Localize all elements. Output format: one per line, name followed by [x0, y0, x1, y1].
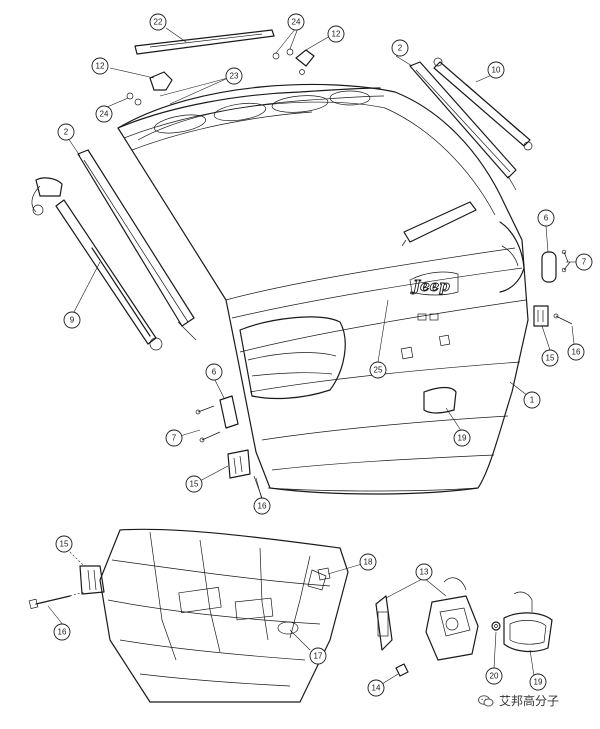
callout-1: 1 — [523, 391, 541, 409]
svg-text:16: 16 — [572, 348, 581, 357]
trim-strip-right — [409, 61, 517, 191]
svg-text:19: 19 — [534, 678, 543, 687]
svg-text:15: 15 — [546, 354, 555, 363]
body-opening-view — [99, 528, 349, 703]
bracket-15-right — [533, 305, 573, 327]
svg-text:16: 16 — [58, 628, 67, 637]
watermark: 艾邦高分子 — [478, 692, 559, 709]
bolt-16-lower — [28, 591, 85, 610]
svg-text:2: 2 — [398, 44, 403, 53]
latch-actuator-13 — [375, 577, 479, 661]
svg-text:12: 12 — [96, 62, 105, 71]
svg-text:7: 7 — [172, 434, 177, 443]
washer-20 — [491, 621, 501, 669]
gas-strut-left — [31, 177, 163, 351]
svg-text:16: 16 — [258, 502, 267, 511]
svg-text:9: 9 — [70, 316, 75, 325]
callout-23: 23 — [225, 67, 243, 85]
svg-text:17: 17 — [314, 652, 323, 661]
callout-18: 18 — [359, 553, 377, 571]
callout-14: 14 — [367, 679, 385, 697]
callout-13: 13 — [415, 563, 433, 581]
callout-9: 9 — [63, 311, 81, 329]
svg-text:15: 15 — [190, 480, 199, 489]
lamp-socket-6-right — [541, 251, 557, 283]
callout-16-left: 16 — [253, 497, 271, 515]
callout-25: 25 — [369, 361, 387, 379]
spoiler-assembly — [117, 87, 385, 151]
svg-text:14: 14 — [372, 684, 381, 693]
bracket-18 — [317, 567, 331, 581]
svg-text:24: 24 — [292, 18, 301, 27]
hinge-12-left — [109, 67, 173, 91]
svg-text:20: 20 — [490, 672, 499, 681]
jeep-emblem: Jeep — [410, 277, 450, 295]
handle-19-lower — [503, 591, 553, 653]
callout-19-top: 19 — [453, 429, 471, 447]
svg-text:7: 7 — [582, 258, 587, 267]
svg-text:2: 2 — [64, 128, 69, 137]
svg-text:6: 6 — [544, 214, 549, 223]
svg-text:12: 12 — [332, 30, 341, 39]
callout-20: 20 — [485, 667, 503, 685]
fastener-group-top — [126, 27, 299, 106]
bulb-7-left — [195, 405, 221, 443]
svg-text:24: 24 — [100, 110, 109, 119]
svg-text:15: 15 — [60, 540, 69, 549]
bracket-15-lower — [69, 551, 105, 595]
wechat-icon — [478, 694, 494, 706]
svg-text:6: 6 — [212, 368, 217, 377]
hinge-12-right — [295, 35, 331, 75]
callout-6-right: 6 — [537, 209, 555, 227]
callout-15-right: 15 — [541, 349, 559, 367]
callout-24-top: 24 — [287, 13, 305, 31]
callout-15-lower: 15 — [55, 535, 73, 553]
svg-text:23: 23 — [230, 72, 239, 81]
svg-text:13: 13 — [420, 568, 429, 577]
callout-16-right: 16 — [567, 343, 585, 361]
callout-22: 22 — [149, 13, 167, 31]
svg-text:19: 19 — [458, 434, 467, 443]
trim-strip-left — [77, 149, 197, 341]
gas-strut-right — [433, 57, 533, 151]
callout-7-left: 7 — [165, 429, 183, 447]
callout-24-left: 24 — [95, 105, 113, 123]
callout-17: 17 — [309, 647, 327, 665]
callout-12-top: 12 — [327, 25, 345, 43]
callout-2-left: 2 — [57, 123, 75, 141]
weatherstrip-22 — [134, 29, 275, 55]
fastener-14 — [381, 663, 409, 685]
callout-15-left: 15 — [185, 475, 203, 493]
svg-text:18: 18 — [364, 558, 373, 567]
callout-7-right: 7 — [575, 253, 593, 271]
svg-text:22: 22 — [154, 18, 163, 27]
svg-text:1: 1 — [530, 396, 535, 405]
callout-10: 10 — [487, 61, 505, 79]
svg-text:10: 10 — [492, 66, 501, 75]
callout-2-right: 2 — [391, 39, 409, 57]
svg-text:25: 25 — [374, 366, 383, 375]
callout-16-lower: 16 — [53, 623, 71, 641]
watermark-text: 艾邦高分子 — [499, 694, 560, 708]
lamp-socket-6-left — [219, 395, 239, 429]
bracket-15-left — [227, 449, 263, 499]
callout-19-lower: 19 — [529, 673, 547, 691]
bulb-7-right — [561, 249, 571, 273]
callout-12-left: 12 — [91, 57, 109, 75]
callout-6-left: 6 — [205, 363, 223, 381]
